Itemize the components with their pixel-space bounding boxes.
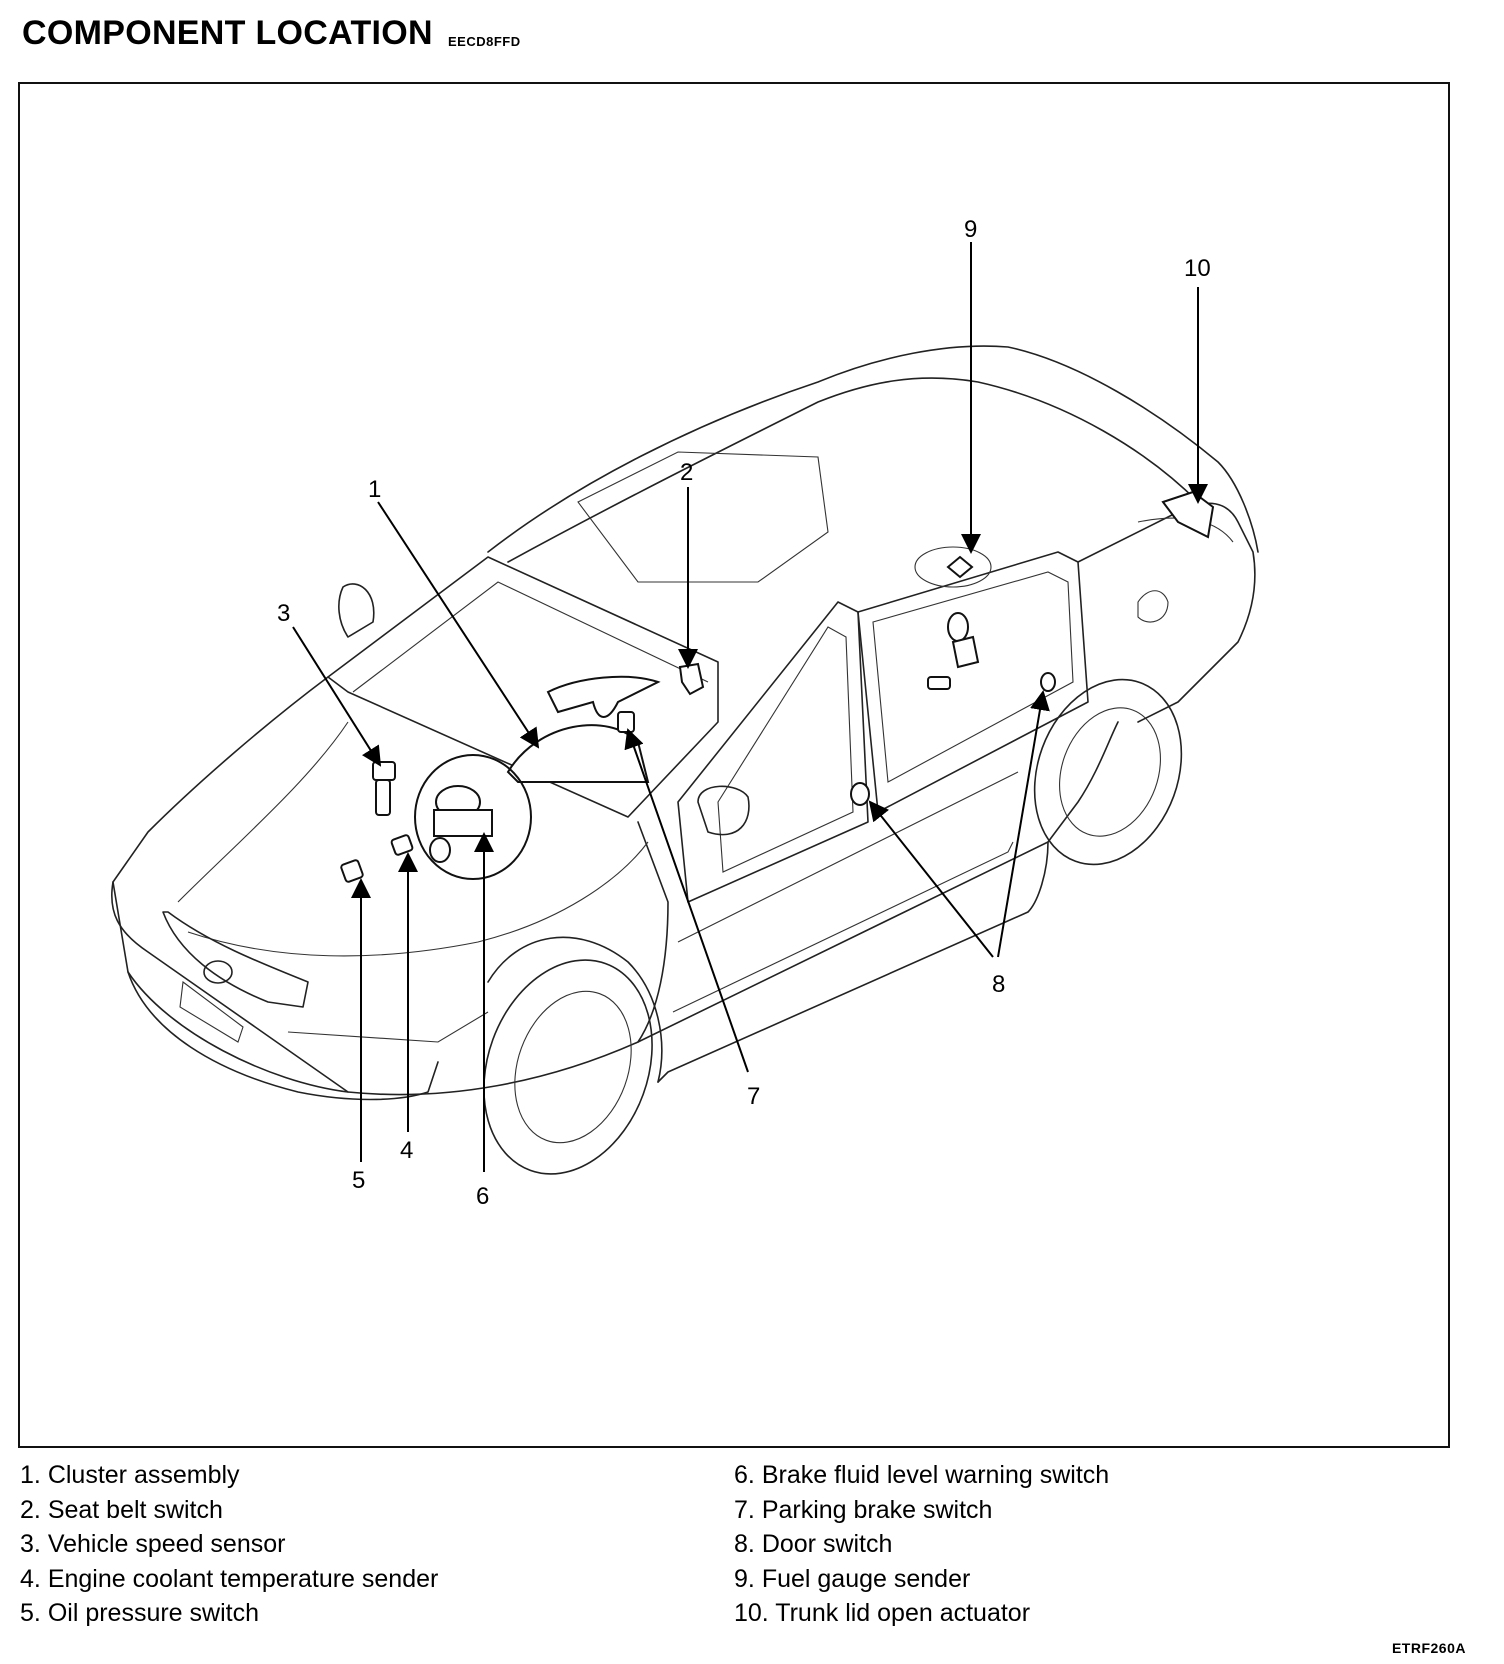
legend-item: 2. Seat belt switch	[20, 1495, 223, 1524]
legend-left: 1. Cluster assembly 2. Seat belt switch …	[20, 1458, 438, 1631]
callout-1: 1	[368, 476, 381, 503]
figure-id: ETRF260A	[1391, 1640, 1466, 1656]
car-component-diagram: 1 2 3 4 5 6 7 8 9 10	[111, 216, 1259, 1210]
callout-5: 5	[352, 1167, 365, 1194]
legend-item: 7. Parking brake switch	[734, 1495, 993, 1524]
diagram-frame	[18, 82, 1450, 1448]
callout-labels: 1 2 3 4 5 6 7 8 9 10	[277, 216, 1211, 1210]
legend-item: 8. Door switch	[734, 1530, 893, 1558]
legend-item: 10. Trunk lid open actuator	[734, 1599, 1031, 1627]
legend-item: 4. Engine coolant temperature sender	[20, 1564, 439, 1593]
callout-7: 7	[747, 1083, 760, 1110]
callout-10: 10	[1184, 255, 1211, 282]
callout-2: 2	[680, 459, 693, 486]
callout-4: 4	[400, 1137, 413, 1164]
car-outline	[111, 345, 1259, 1175]
legend-item: 3. Vehicle speed sensor	[20, 1530, 286, 1558]
callout-3: 3	[277, 600, 290, 627]
legend-item: 5. Oil pressure switch	[20, 1599, 259, 1627]
component-parts	[340, 490, 1215, 883]
page-title: COMPONENT LOCATION	[22, 14, 433, 52]
section-code: EECD8FFD	[448, 34, 521, 49]
callout-9: 9	[964, 216, 977, 243]
legend-item: 6. Brake fluid level warning switch	[734, 1461, 1110, 1489]
leader-lines	[292, 242, 1208, 1172]
legend-item: 1. Cluster assembly	[20, 1461, 240, 1489]
callout-8: 8	[992, 971, 1005, 998]
legend-item: 9. Fuel gauge sender	[734, 1564, 971, 1593]
callout-6: 6	[476, 1183, 489, 1210]
legend-right: 6. Brake fluid level warning switch 7. P…	[734, 1458, 1109, 1631]
